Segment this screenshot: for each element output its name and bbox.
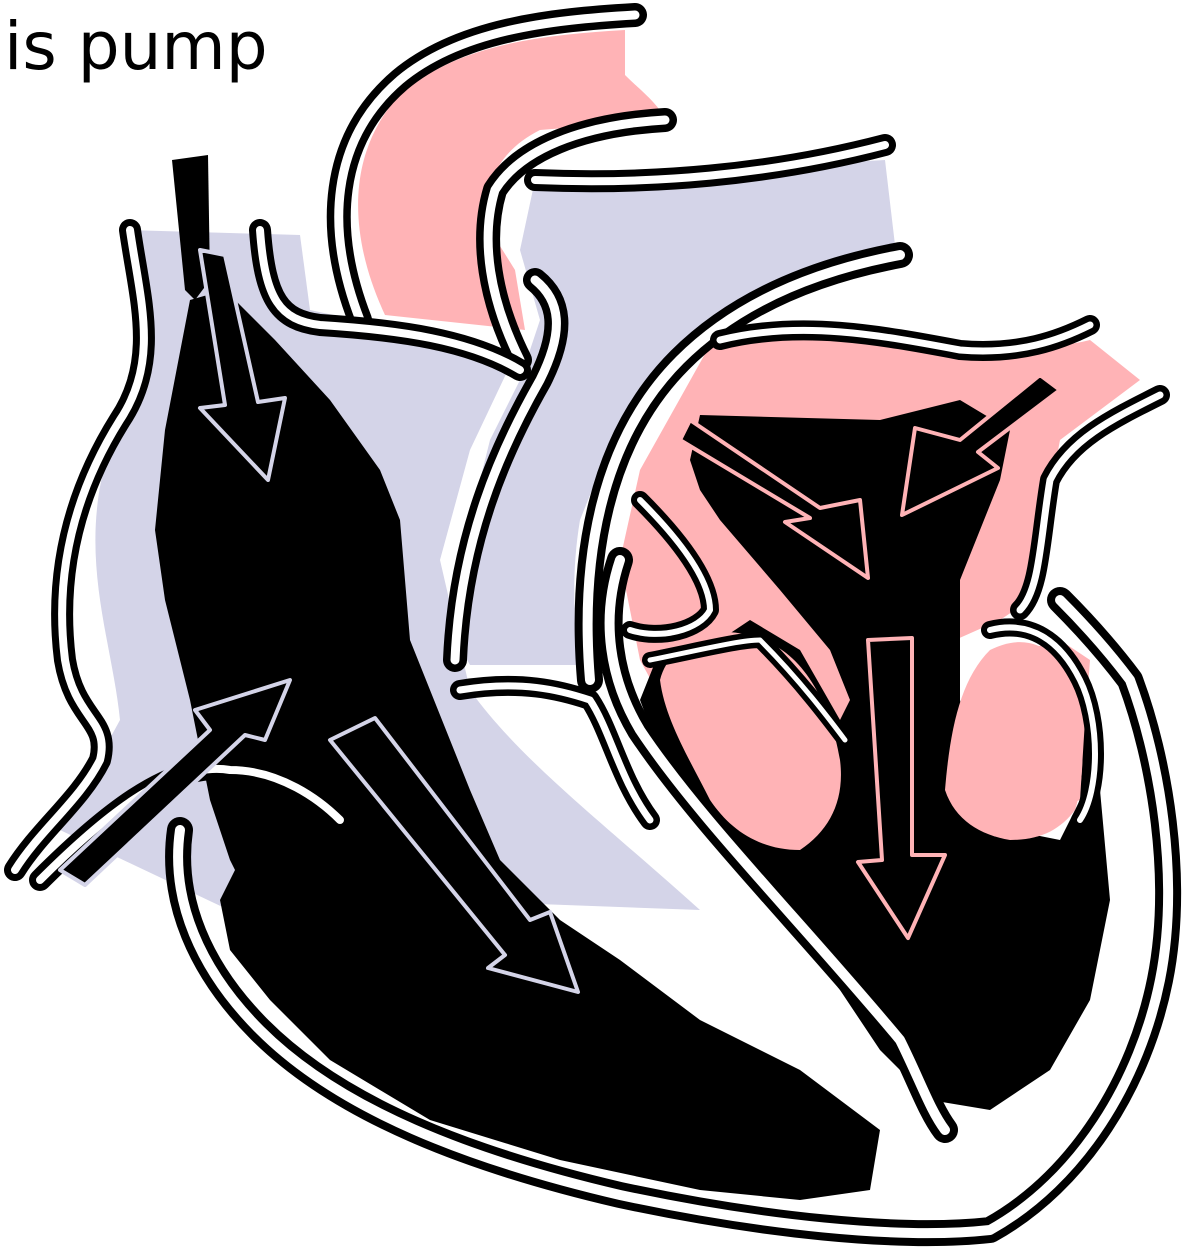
- caption-text: is pump: [4, 2, 268, 92]
- right-papillary-fill: [945, 642, 1083, 840]
